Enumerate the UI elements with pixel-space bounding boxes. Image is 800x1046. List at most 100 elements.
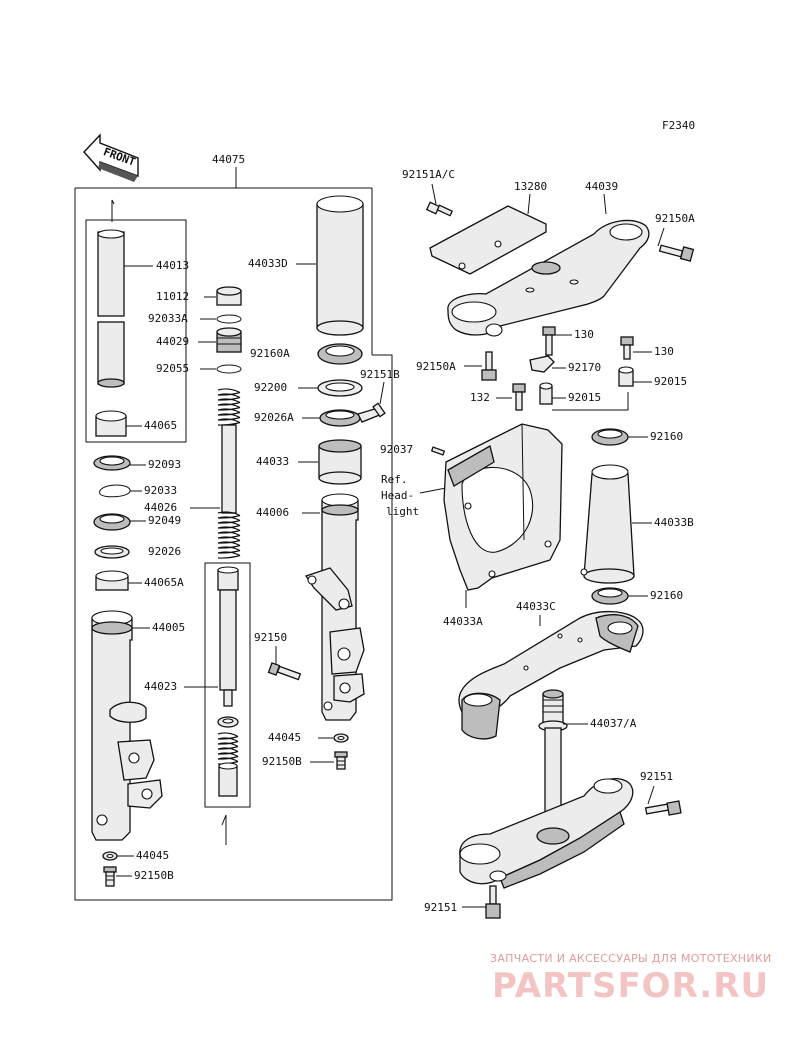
part-44033A-cover: [443, 423, 563, 591]
label-44023: 44023: [144, 680, 177, 693]
figure-code: F2340: [662, 119, 695, 132]
label-92160A: 92160A: [250, 347, 290, 360]
label-44013: 44013: [156, 259, 189, 272]
part-92170-clamp: [529, 355, 555, 373]
label-92055: 92055: [156, 362, 189, 375]
ref-label-line2: Head-: [381, 489, 414, 502]
part-92093-seal: [93, 455, 131, 471]
label-44029: 44029: [156, 335, 189, 348]
label-92150B-mid: 92150B: [262, 755, 302, 768]
fork-assembly-bracket: [74, 187, 393, 901]
part-92151-bolt-bottom: [485, 885, 501, 919]
part-92049-oil-seal: [93, 513, 131, 531]
label-92151AC: 92151A/C: [402, 168, 455, 181]
ref-label-line1: Ref.: [381, 473, 408, 486]
part-44033C-cover: [458, 610, 644, 740]
front-arrow-icon: FRONT: [83, 133, 139, 182]
ref-label-line3: light: [386, 505, 419, 518]
part-44026-spring: [217, 388, 241, 559]
label-92026A: 92026A: [254, 411, 294, 424]
label-92093: 92093: [148, 458, 181, 471]
label-13280: 13280: [514, 180, 547, 193]
part-44013-inner-tube: [97, 199, 125, 388]
label-130-b: 130: [654, 345, 674, 358]
label-92151-right: 92151: [640, 770, 673, 783]
part-92037-clip: [430, 446, 446, 456]
part-11012-cap: [216, 286, 242, 306]
part-92033-circlip: [99, 484, 131, 498]
part-92160-rubber-top: [591, 428, 629, 446]
part-92055-o-ring: [216, 364, 242, 374]
label-44039: 44039: [585, 180, 618, 193]
part-44045-washer-mid: [333, 733, 349, 743]
label-92033A: 92033A: [148, 312, 188, 325]
part-130-bolt-b: [620, 336, 634, 360]
watermark-line2: PARTSFOR.RU: [492, 966, 769, 1006]
part-44045-washer-left: [102, 851, 118, 861]
part-92150-bolt: [267, 662, 302, 681]
label-44037A: 44037/A: [590, 717, 637, 730]
label-92151B: 92151B: [360, 368, 400, 381]
part-44005-outer-tube: [91, 610, 163, 841]
part-92015-collar-b: [539, 382, 553, 405]
part-44006-outer-tube: [304, 493, 365, 721]
label-92150B-left: 92150B: [134, 869, 174, 882]
label-92170: 92170: [568, 361, 601, 374]
part-92015-collar-a: [618, 366, 634, 387]
part-92150A-bolt-top: [658, 244, 695, 262]
part-130-bolt-a: [542, 326, 556, 356]
part-44037A-steering-stem: [459, 689, 634, 889]
label-11012: 11012: [156, 290, 189, 303]
part-92150A-bolt-left: [481, 351, 497, 381]
label-92015-b: 92015: [568, 391, 601, 404]
part-92160-rubber-bottom: [591, 587, 629, 605]
label-44065: 44065: [144, 419, 177, 432]
part-92160A-rubber: [317, 343, 363, 365]
label-44005: 44005: [152, 621, 185, 634]
label-92160-bottom: 92160: [650, 589, 683, 602]
label-92033: 92033: [144, 484, 177, 497]
part-44033-lower-cover: [318, 439, 362, 485]
label-44065A: 44065A: [144, 576, 184, 589]
part-132-bolt: [512, 383, 526, 411]
part-44065-bushing: [95, 410, 127, 437]
label-92049: 92049: [148, 514, 181, 527]
label-44033B: 44033B: [654, 516, 694, 529]
cylinder-box: [204, 562, 251, 808]
part-92150B-bolt-mid: [334, 751, 348, 770]
label-44006: 44006: [256, 506, 289, 519]
label-92026: 92026: [148, 545, 181, 558]
part-92026-washer: [94, 545, 130, 559]
label-44033A: 44033A: [443, 615, 483, 628]
part-44039-upper-bracket: [447, 219, 650, 337]
part-92026A-clamp: [319, 407, 383, 427]
inner-tube-box: [85, 219, 187, 443]
label-92200: 92200: [254, 381, 287, 394]
label-44075: 44075: [212, 153, 245, 166]
label-92015-a: 92015: [654, 375, 687, 388]
label-92160-top: 92160: [650, 430, 683, 443]
label-92151-bottom: 92151: [424, 901, 457, 914]
label-44033D: 44033D: [248, 257, 288, 270]
part-44033B-lower-cover: [580, 464, 635, 584]
label-44033C: 44033C: [516, 600, 556, 613]
part-44065A-bushing: [95, 570, 129, 591]
part-92151B-screw: [372, 402, 386, 418]
label-92150: 92150: [254, 631, 287, 644]
watermark-logo: ЗАПЧАСТИ И АКСЕССУАРЫ ДЛЯ МОТОТЕХНИКИ PA…: [490, 952, 772, 1006]
label-130-a: 130: [574, 328, 594, 341]
label-92150A-top: 92150A: [655, 212, 695, 225]
part-92151-bolt-right: [644, 800, 682, 816]
label-92150A-left: 92150A: [416, 360, 456, 373]
part-13280-plate: [429, 205, 547, 275]
label-44033: 44033: [256, 455, 289, 468]
part-92200-washer: [317, 379, 363, 397]
watermark-line1: ЗАПЧАСТИ И АКСЕССУАРЫ ДЛЯ МОТОТЕХНИКИ: [490, 952, 772, 965]
label-132: 132: [470, 391, 490, 404]
label-44045-mid: 44045: [268, 731, 301, 744]
label-92037: 92037: [380, 443, 413, 456]
part-44029-collar: [216, 327, 242, 353]
part-44033D-upper-cover: [316, 195, 364, 336]
part-92033A-circlip: [216, 314, 242, 324]
